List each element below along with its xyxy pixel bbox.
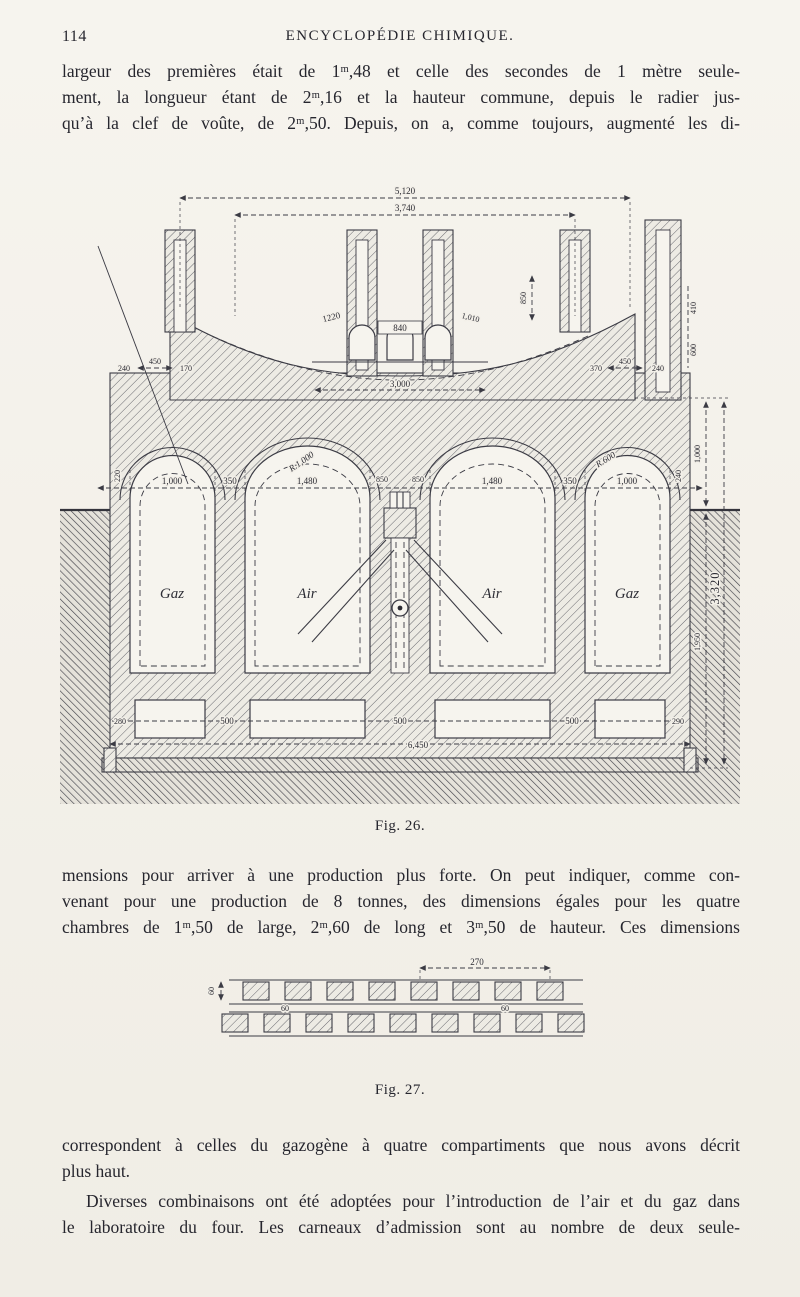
text-line: plus haut. bbox=[62, 1161, 131, 1182]
brickwork-course-drawing: 270 60 60 60 bbox=[206, 956, 585, 1037]
dim-mid-center-left: 850 bbox=[376, 475, 388, 484]
dim-mid-gaz-right: 1,000 bbox=[617, 476, 638, 486]
dim-bottom-d: 500 bbox=[565, 716, 579, 726]
dim-brick-overall: 270 bbox=[470, 958, 484, 967]
text-line: venant pour une production de 8 tonnes, … bbox=[62, 891, 740, 912]
dim-course-height: 60 bbox=[207, 987, 216, 995]
dim-mid-pier-right: 350 bbox=[563, 476, 577, 486]
dim-port-span: 1220 bbox=[321, 310, 341, 324]
text-line: correspondent à celles du gazogène à qua… bbox=[62, 1135, 740, 1155]
chamber-label-air-left: Air bbox=[296, 586, 316, 602]
chamber-label-air-right: Air bbox=[481, 586, 501, 602]
dim-mid-air-right: 1,480 bbox=[482, 476, 503, 486]
brick-dimensions: 270 60 60 60 bbox=[206, 956, 551, 1015]
page-header: 114 ENCYCLOPÉDIE CHIMIQUE. bbox=[0, 28, 800, 52]
dim-mid-gaz-left: 1,000 bbox=[162, 476, 183, 486]
dim-flue-a: 410 bbox=[689, 302, 698, 314]
figure-27-caption: Fig. 27. bbox=[374, 1082, 426, 1098]
dim-upper-left-c: 170 bbox=[180, 364, 192, 373]
text-line: chambres de 1ᵐ,50 de large, 2ᵐ,60 de lon… bbox=[62, 917, 740, 938]
dim-bottom-e: 290 bbox=[672, 717, 684, 726]
dim-center-span: 3,000 bbox=[390, 379, 411, 389]
chamber-label-gaz-left: Gaz bbox=[160, 586, 184, 602]
text-line: Diverses combinaisons ont été adoptées p… bbox=[86, 1191, 740, 1211]
earth-hatching bbox=[60, 508, 740, 804]
paragraph-4: Diverses combinaisons ont été adoptées p… bbox=[62, 1188, 740, 1240]
brick-courses bbox=[221, 979, 585, 1037]
regenerator-chambers: Gaz Air Air Gaz bbox=[119, 437, 681, 674]
dim-upper-left-b: 450 bbox=[149, 357, 161, 366]
paragraph-2: mensions pour arriver à une production p… bbox=[62, 862, 740, 941]
dim-bottom-a: 280 bbox=[114, 717, 126, 726]
dim-mid-center-right: 850 bbox=[412, 475, 424, 484]
page-number: 114 bbox=[62, 28, 87, 45]
dim-brick-right: 60 bbox=[501, 1004, 509, 1013]
dim-right-lower: 1,950 bbox=[693, 633, 702, 651]
dim-bottom-b: 500 bbox=[220, 716, 234, 726]
text-line: le laboratoire du four. Les carneaux d’a… bbox=[62, 1217, 740, 1238]
figure-26: Gaz Air Air Gaz bbox=[60, 168, 740, 813]
dim-flue-b: 600 bbox=[689, 344, 698, 356]
dim-bottom-c: 500 bbox=[393, 716, 407, 726]
dim-mid-air-left: 1,480 bbox=[297, 476, 318, 486]
charging-ports bbox=[211, 324, 589, 381]
leader-line bbox=[97, 245, 189, 485]
dim-mid-pier-left: 350 bbox=[223, 476, 237, 486]
furnace-cross-section-drawing: Gaz Air Air Gaz bbox=[60, 185, 740, 804]
figure-27: 270 60 60 60 bbox=[205, 956, 625, 1075]
ash-pits bbox=[134, 699, 666, 739]
dim-right-overall: 3,320 bbox=[708, 571, 722, 604]
dim-pier-height: 850 bbox=[519, 292, 528, 304]
text-line: largeur des premières était de 1ᵐ,48 et … bbox=[62, 61, 740, 81]
dim-port-width: 840 bbox=[393, 323, 407, 333]
text-line: mensions pour arriver à une production p… bbox=[62, 865, 740, 885]
text-line: ment, la longueur étant de 2ᵐ,16 et la h… bbox=[62, 87, 740, 108]
dim-top-inner: 3,740 bbox=[395, 203, 416, 213]
central-valve-apparatus bbox=[297, 491, 503, 674]
dim-top-overall: 5,120 bbox=[395, 186, 416, 196]
dim-port-slant: 1,010 bbox=[461, 311, 481, 324]
paragraph-3: correspondent à celles du gazogène à qua… bbox=[62, 1132, 740, 1184]
dim-mid-wall-right: 240 bbox=[674, 470, 683, 482]
dim-upper-left-a: 240 bbox=[118, 364, 130, 373]
dim-brick-left: 60 bbox=[281, 1004, 289, 1013]
dim-bottom-overall: 6,450 bbox=[408, 740, 429, 750]
text-line: qu’à la clef de voûte, de 2ᵐ,50. Depuis,… bbox=[62, 113, 740, 134]
dim-right-upper: 1,000 bbox=[693, 445, 702, 463]
dim-upper-right-a: 370 bbox=[590, 364, 602, 373]
paragraph-1: largeur des premières était de 1ᵐ,48 et … bbox=[62, 58, 740, 137]
figure-26-caption: Fig. 26. bbox=[374, 818, 426, 834]
dim-upper-right-b: 450 bbox=[619, 357, 631, 366]
dim-mid-wall-left: 220 bbox=[113, 470, 122, 482]
dim-upper-right-c: 240 bbox=[652, 364, 664, 373]
running-title: ENCYCLOPÉDIE CHIMIQUE. bbox=[285, 28, 515, 44]
chamber-label-gaz-right: Gaz bbox=[615, 586, 639, 602]
